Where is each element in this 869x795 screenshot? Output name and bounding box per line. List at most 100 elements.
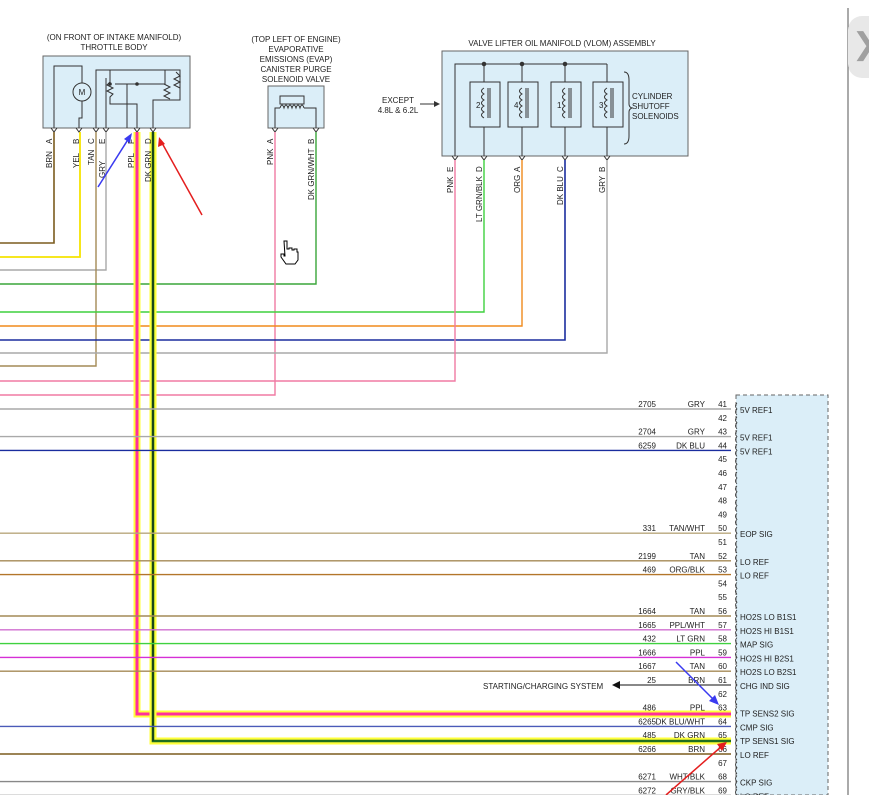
wire-color: BRN xyxy=(688,676,705,685)
wire-org xyxy=(0,160,523,327)
circuit-number: 1667 xyxy=(638,662,656,671)
pin-number: 42 xyxy=(718,414,727,423)
pin-chevron-icon xyxy=(735,568,738,581)
signal-name: CHG IND SIG xyxy=(740,682,790,691)
vlom-title: VALVE LIFTER OIL MANIFOLD (VLOM) ASSEMBL… xyxy=(468,39,656,48)
solenoid-coil-icon xyxy=(274,95,317,128)
motor-icon: M xyxy=(53,65,92,128)
throttle-pin-label: DK GRN xyxy=(144,151,153,182)
wire-ltgrnblk xyxy=(0,160,485,313)
pin-chevron-icon xyxy=(735,526,738,540)
circuit-number: 2704 xyxy=(638,428,656,437)
pin-number: 51 xyxy=(718,538,727,547)
hand-cursor-icon xyxy=(280,240,299,265)
wire-color: TAN/WHT xyxy=(669,524,705,533)
pin-chevron-icon xyxy=(735,554,738,568)
pin-number: 55 xyxy=(718,593,727,602)
pin-chevron-icon xyxy=(735,402,738,416)
vlom-pin-label: LT GRN/BLK xyxy=(475,175,484,222)
pcm-row: 6266BRN66LO REF xyxy=(0,745,769,761)
pcm-row: 45 xyxy=(718,455,738,471)
vlom-assembly: VALVE LIFTER OIL MANIFOLD (VLOM) ASSEMBL… xyxy=(378,39,689,161)
pin-chevron-icon xyxy=(735,789,738,795)
throttle-pin-letter: E xyxy=(98,139,107,144)
pin-number: 48 xyxy=(718,497,727,506)
pcm-row: 47 xyxy=(718,483,738,499)
signal-name: HO2S LO B2S1 xyxy=(740,668,797,677)
pin-chevron-icon xyxy=(735,692,738,706)
wire-color: PPL xyxy=(690,648,706,657)
solenoid-number: 3 xyxy=(599,101,604,110)
wire-color: TAN xyxy=(690,607,706,616)
signal-name: TP SENS1 SIG xyxy=(740,737,795,746)
pin-number: 44 xyxy=(718,441,727,450)
pin-number: 45 xyxy=(718,455,727,464)
blue-arrow-throttle-icon xyxy=(97,133,132,188)
evap-pin-letter: A xyxy=(266,138,275,144)
throttle-pin-letter: D xyxy=(144,138,153,144)
pin-number: 64 xyxy=(718,717,727,726)
circuit-number: 25 xyxy=(647,676,656,685)
circuit-number: 6259 xyxy=(638,441,656,450)
circuit-number: 6265 xyxy=(638,717,656,726)
svg-text:M: M xyxy=(79,88,86,97)
solenoid-3: 3 xyxy=(592,81,624,128)
signal-name: 5V REF1 xyxy=(740,406,773,415)
signal-name: LO REF xyxy=(740,572,769,581)
signal-name: LO REF xyxy=(740,792,769,795)
signal-name: HO2S HI B2S1 xyxy=(740,654,794,663)
throttle-body-box xyxy=(42,55,191,129)
solenoid-2: 2 xyxy=(469,81,501,128)
pcm-row: 55 xyxy=(718,593,738,609)
pin-chevron-icon xyxy=(735,513,738,526)
circuit-number: 469 xyxy=(643,566,657,575)
pcm-row: 6271WHT/BLK68CKP SIG xyxy=(0,773,772,788)
pin-number: 50 xyxy=(718,524,727,533)
pin-number: 53 xyxy=(718,566,727,575)
wire-gry-vlom xyxy=(0,160,608,354)
pin-number: 60 xyxy=(718,662,727,671)
signal-name: 5V REF1 xyxy=(740,434,773,443)
wire-gry-throttle xyxy=(0,132,107,271)
evap-title-4: CANISTER PURGE xyxy=(260,65,331,74)
wire-color: DK GRN xyxy=(674,731,705,740)
evap-title-2: EVAPORATIVE xyxy=(268,45,323,54)
wire-color: DK BLU xyxy=(676,441,705,450)
blue-arrow-pcm-icon xyxy=(675,661,719,705)
cyl-shutoff-label-1: CYLINDER xyxy=(632,92,673,101)
signal-name: LO REF xyxy=(740,558,769,567)
pin-number: 69 xyxy=(718,786,727,795)
vlom-pin-letter: D xyxy=(475,166,484,172)
vlom-pin-label: PNK xyxy=(446,176,455,193)
vlom-pin-letter: E xyxy=(446,167,455,172)
circuit-number: 6271 xyxy=(638,773,656,782)
pcm-row: 48 xyxy=(718,497,738,512)
throttle-title-1: (ON FRONT OF INTAKE MANIFOLD) xyxy=(47,33,182,42)
wire-dkgrnwht xyxy=(0,132,317,285)
next-page-tab[interactable]: ❯ xyxy=(848,16,869,78)
wire-color: TAN xyxy=(690,662,706,671)
circuit-number: 331 xyxy=(643,524,657,533)
pin-number: 59 xyxy=(718,648,727,657)
pin-chevron-icon xyxy=(735,651,738,664)
evap-pin-letter: B xyxy=(307,139,316,144)
solenoid-number: 1 xyxy=(557,101,562,110)
signal-name: EOP SIG xyxy=(740,530,773,539)
wire-color: PPL xyxy=(690,704,706,713)
circuit-number: 6272 xyxy=(638,786,656,795)
starting-charging-arrow-icon xyxy=(612,681,731,689)
solenoid-bracket-icon xyxy=(623,71,634,145)
pin-chevron-icon xyxy=(735,747,738,761)
pin-chevron-icon xyxy=(735,637,738,650)
throttle-pin-label: GRY xyxy=(98,160,107,178)
pin-chevron-icon xyxy=(735,733,738,747)
signal-name: 5V REF1 xyxy=(740,447,773,456)
except-arrow-icon xyxy=(420,101,440,107)
solenoid-1: 1 xyxy=(550,81,582,128)
